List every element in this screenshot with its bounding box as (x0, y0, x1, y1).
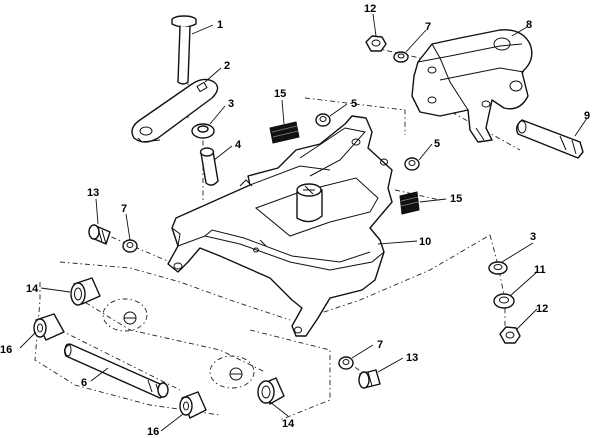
callout-7-upper: 7 (425, 21, 431, 33)
part-12-nut-upper (365, 35, 387, 52)
part-16-block-left (33, 313, 65, 341)
callout-14-left: 14 (26, 283, 39, 295)
callout-6: 6 (81, 377, 87, 389)
part-7-washer-lower (338, 356, 354, 370)
callout-3-upper: 3 (228, 98, 234, 110)
part-3-washer-upper (191, 123, 215, 139)
callout-7-lower: 7 (377, 339, 383, 351)
callout-11: 11 (534, 264, 546, 276)
callout-5-upper: 5 (351, 98, 357, 110)
part-9-shaft (515, 119, 584, 159)
callout-1: 1 (217, 19, 223, 31)
callout-12-right: 12 (536, 303, 548, 315)
part-14-bushing-left (70, 277, 101, 306)
callout-15-right: 15 (450, 193, 462, 205)
part-2-lever (131, 78, 219, 143)
callout-14-lower: 14 (282, 418, 295, 430)
right-bearing-housing (209, 355, 255, 389)
callout-15-upper: 15 (274, 88, 286, 100)
part-13-bolt-lower (358, 369, 381, 389)
callout-2: 2 (224, 60, 230, 72)
callout-12-upper: 12 (364, 3, 376, 15)
part-11-washer (493, 293, 515, 309)
part-5-nut-right (404, 157, 420, 171)
leader-lines (19, 13, 588, 432)
part-15-pad-right (399, 191, 420, 215)
part-5-nut-upper (315, 113, 331, 127)
part-1-pin (171, 15, 197, 85)
callout-8: 8 (526, 19, 532, 31)
callout-4: 4 (235, 139, 242, 151)
callout-5-right: 5 (434, 138, 440, 150)
part-16-block-lower (179, 391, 207, 419)
part-4-bushing (199, 147, 219, 186)
part-6-axle (63, 343, 169, 399)
part-14-bushing-lower (257, 377, 285, 405)
part-10-main-plate (167, 115, 393, 337)
part-8-bracket (411, 29, 533, 143)
callout-7-left: 7 (121, 203, 127, 215)
callout-16-lower: 16 (147, 426, 159, 438)
callout-labels: 1 2 3 4 15 5 5 12 7 8 9 15 13 7 10 3 11 … (0, 3, 590, 438)
part-13-bolt-upper (88, 224, 111, 245)
callout-3-right: 3 (530, 231, 536, 243)
part-3-washer-right (488, 261, 508, 275)
callout-13-lower: 13 (406, 352, 418, 364)
part-12-nut-right (499, 326, 521, 344)
callout-9: 9 (584, 110, 590, 122)
callout-16-left: 16 (0, 344, 12, 356)
callout-10: 10 (419, 236, 431, 248)
left-bearing-housing (102, 298, 148, 332)
part-7-washer-upper (393, 51, 409, 63)
part-15-pad-upper (269, 121, 300, 144)
callout-13-upper: 13 (87, 187, 99, 199)
part-7-washer-left (122, 239, 138, 253)
